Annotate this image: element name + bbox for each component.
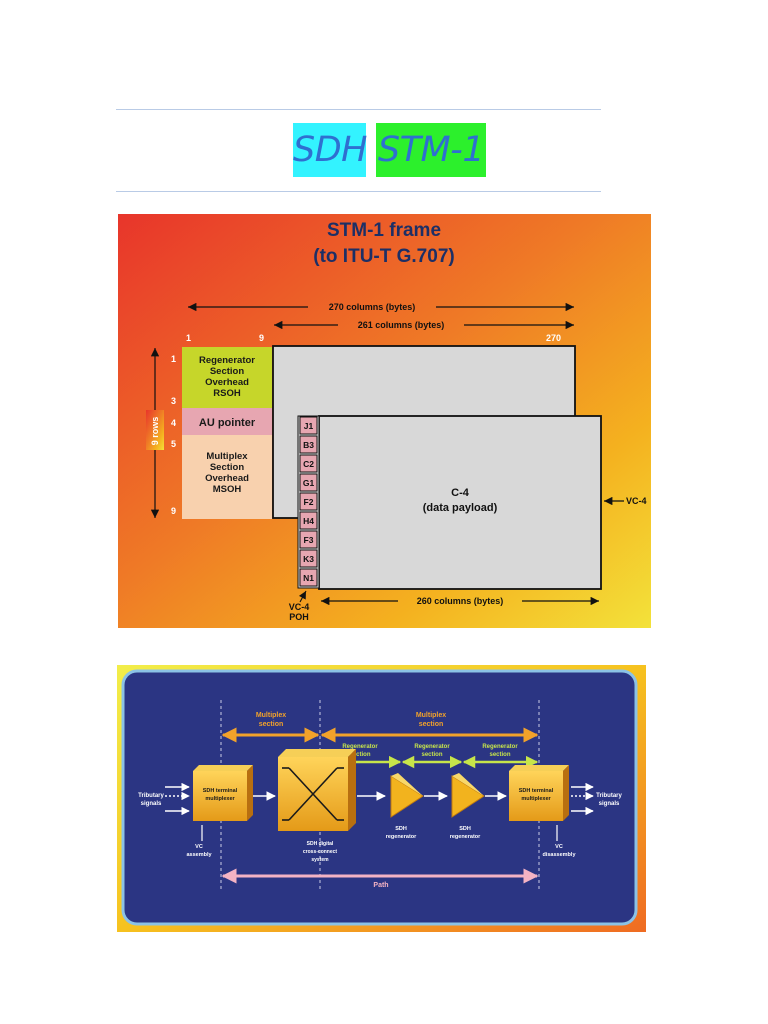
svg-text:Section: Section [210, 366, 245, 377]
svg-text:assembly: assembly [186, 852, 212, 858]
svg-text:disassembly: disassembly [542, 852, 576, 858]
svg-text:SDH: SDH [395, 826, 407, 832]
payload-columns-label: 261 columns (bytes) [358, 320, 445, 330]
svg-text:Multiplex: Multiplex [206, 451, 248, 462]
svg-text:VC: VC [555, 844, 563, 850]
col-1-label: 1 [186, 333, 191, 343]
c4-label: C-4 [451, 487, 470, 499]
svg-text:Tributary: Tributary [138, 793, 164, 799]
svg-text:Regenerator: Regenerator [414, 744, 450, 750]
svg-text:RSOH: RSOH [213, 388, 241, 399]
col-9-label: 9 [259, 333, 264, 343]
poh-byte: H4 [303, 516, 314, 526]
row-5-label: 5 [171, 439, 176, 449]
vc4-poh-column: J1 B3 C2 G1 F2 H4 F3 K3 N1 [297, 415, 320, 589]
rsoh-block [182, 347, 272, 408]
vc4-poh-label-1: VC-4 [289, 602, 310, 612]
row-3-label: 3 [171, 396, 176, 406]
au-pointer-block [182, 408, 272, 435]
vc4-label: VC-4 [626, 496, 647, 506]
svg-text:section: section [419, 721, 444, 728]
svg-text:section: section [349, 752, 370, 758]
poh-byte: F3 [304, 535, 314, 545]
svg-text:signals: signals [599, 801, 620, 807]
poh-byte: K3 [303, 554, 314, 564]
sdh-network-figure: Multiplex section Multiplex section Rege… [117, 665, 646, 932]
frame-subtitle: (to ITU-T G.707) [313, 246, 454, 267]
svg-text:Multiplex: Multiplex [416, 712, 446, 719]
col-270-label: 270 [546, 333, 561, 343]
top-rule [116, 109, 601, 110]
svg-text:Regenerator: Regenerator [199, 355, 255, 366]
svg-text:regenerator: regenerator [386, 834, 417, 840]
mux-right: SDH terminal multiplexer [509, 765, 569, 821]
svg-text:section: section [259, 721, 284, 728]
poh-byte: F2 [304, 497, 314, 507]
frame-title: STM-1 frame [327, 220, 441, 241]
row-4-label: 4 [171, 418, 176, 428]
total-columns-label: 270 columns (bytes) [329, 302, 416, 312]
svg-text:signals: signals [141, 801, 162, 807]
poh-byte: N1 [303, 573, 314, 583]
vc4-poh-label-2: POH [289, 612, 309, 622]
svg-text:Regenerator: Regenerator [342, 744, 378, 750]
svg-text:MSOH: MSOH [213, 484, 242, 495]
c4-container [318, 415, 602, 590]
poh-byte: G1 [303, 478, 315, 488]
svg-text:VC: VC [195, 844, 203, 850]
page-title: SDH STM-1 [0, 123, 768, 177]
svg-text:Overhead: Overhead [205, 377, 249, 388]
msoh-block [182, 435, 272, 519]
row-1-label: 1 [171, 354, 176, 364]
svg-text:multiplexer: multiplexer [521, 796, 551, 802]
stm1-frame-figure: STM-1 frame (to ITU-T G.707) 270 columns… [118, 214, 651, 628]
rows-label: 9 rows [150, 417, 160, 446]
row-9-label: 9 [171, 506, 176, 516]
svg-text:section: section [489, 752, 510, 758]
bottom-rule [116, 191, 601, 192]
title-stm1: STM-1 [376, 123, 486, 177]
svg-text:SDH: SDH [459, 826, 471, 832]
svg-text:Section: Section [210, 462, 245, 473]
svg-text:Overhead: Overhead [205, 473, 249, 484]
poh-byte: C2 [303, 459, 314, 469]
svg-text:Regenerator: Regenerator [482, 744, 518, 750]
svg-text:AU pointer: AU pointer [199, 417, 256, 429]
poh-byte: B3 [303, 440, 314, 450]
regenerator-2 [451, 773, 485, 818]
svg-text:section: section [421, 752, 442, 758]
svg-text:SDH terminal: SDH terminal [203, 788, 238, 794]
poh-byte: J1 [304, 421, 314, 431]
payload-label: (data payload) [423, 502, 498, 514]
svg-text:regenerator: regenerator [450, 834, 481, 840]
svg-text:SDH terminal: SDH terminal [519, 788, 554, 794]
svg-text:SDH digital: SDH digital [307, 841, 334, 847]
title-sdh: SDH [293, 123, 368, 177]
svg-text:system: system [311, 857, 329, 863]
svg-text:cross-connect: cross-connect [303, 849, 338, 855]
path-label: Path [373, 882, 388, 889]
svg-text:multiplexer: multiplexer [205, 796, 235, 802]
dxc-box [278, 749, 356, 831]
regenerator-1 [390, 773, 424, 818]
mux-left: SDH terminal multiplexer [193, 765, 253, 821]
c4-columns-label: 260 columns (bytes) [417, 596, 504, 606]
svg-text:Tributary: Tributary [596, 793, 622, 799]
svg-text:Multiplex: Multiplex [256, 712, 286, 719]
